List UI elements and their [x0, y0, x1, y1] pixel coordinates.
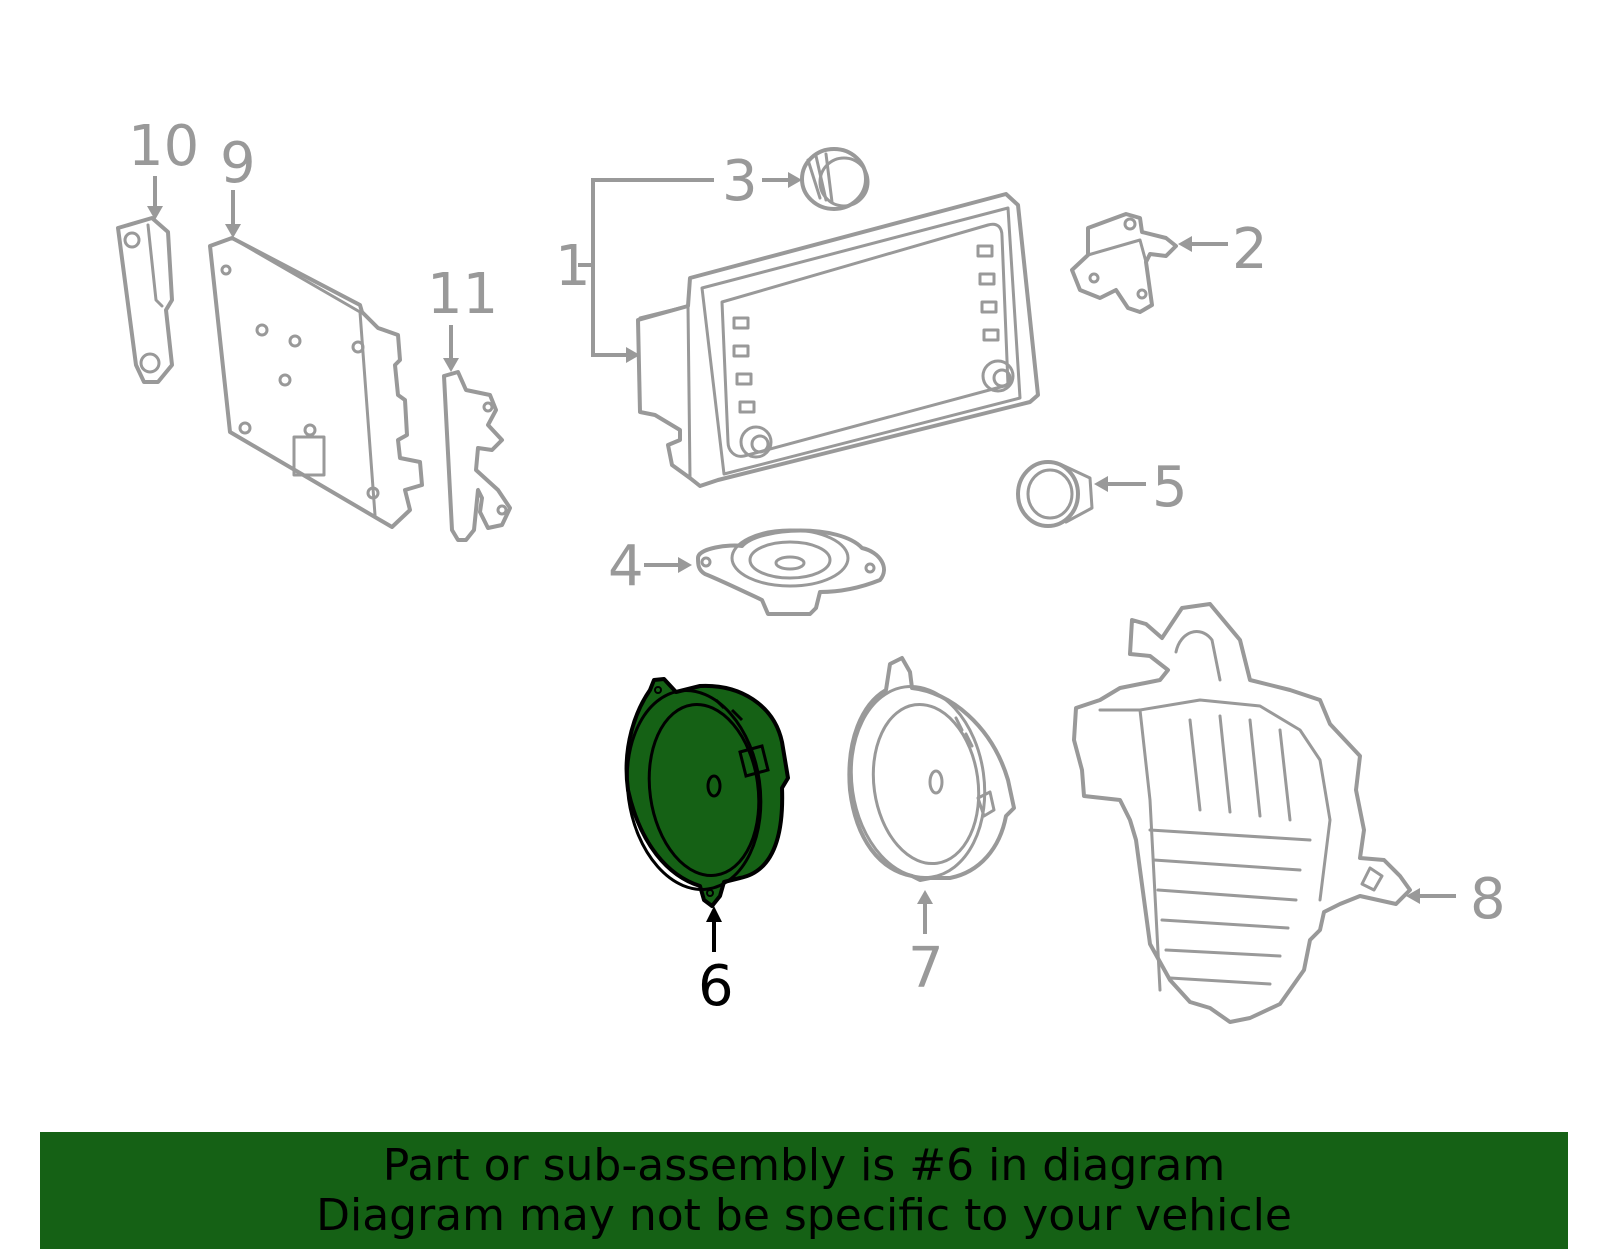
part-6-speaker[interactable] [615, 677, 790, 908]
banner-line-part: Part or sub-assembly is #6 in diagram [382, 1139, 1226, 1191]
part-1-display[interactable] [636, 192, 1040, 488]
callout-5: 5 [1152, 455, 1188, 520]
callout-6: 6 [698, 954, 734, 1019]
info-banner: Part or sub-assembly is #6 in diagram Di… [40, 1132, 1568, 1249]
callout-9: 9 [220, 131, 256, 196]
part-3-knob[interactable] [800, 147, 870, 211]
part-10-bracket[interactable] [116, 216, 174, 384]
part-8-hvac-unit[interactable] [1072, 602, 1412, 1024]
part-2-bracket[interactable] [1070, 212, 1178, 314]
callout-4: 4 [608, 534, 644, 599]
banner-line-disclaimer: Diagram may not be specific to your vehi… [316, 1189, 1292, 1241]
part-11-bracket[interactable] [442, 370, 512, 542]
callout-11: 11 [427, 262, 498, 327]
part-9-module[interactable] [208, 236, 424, 529]
callout-1: 1 [555, 234, 591, 299]
part-7-speaker[interactable] [839, 656, 1016, 886]
callout-7: 7 [908, 936, 944, 1001]
callout-8: 8 [1470, 867, 1506, 932]
callout-3: 3 [722, 149, 758, 214]
part-4-tweeter[interactable] [696, 528, 886, 616]
callout-2: 2 [1232, 217, 1268, 282]
callout-10: 10 [128, 114, 199, 179]
part-5-ring[interactable] [1016, 460, 1094, 528]
